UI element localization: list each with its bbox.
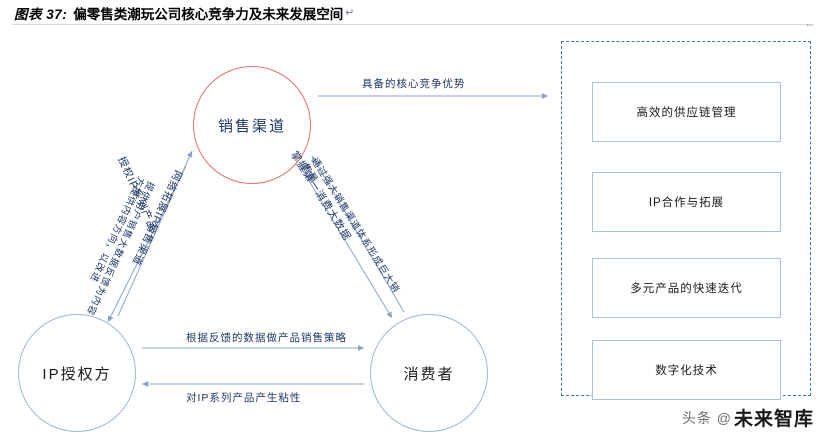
node-ip-licensor[interactable]: IP授权方 xyxy=(18,314,136,432)
watermark-brand: 未来智库 xyxy=(733,409,814,430)
node-consumer-label: 消费者 xyxy=(403,365,455,383)
figure-title-bar: 图表 37: 偏零售类潮玩公司核心竞争力及未来发展空间 ↵ xyxy=(0,0,826,26)
watermark-prefix: 头条 @ xyxy=(681,409,732,426)
capability-box-digitalization[interactable]: 数字化技术 xyxy=(592,340,781,400)
capability-box-supply-chain[interactable]: 高效的供应链管理 xyxy=(592,82,781,142)
edge-label-stickiness: 对IP系列产品产生粘性 xyxy=(186,392,302,404)
capability-box-supply-chain-label: 高效的供应链管理 xyxy=(636,107,737,119)
capability-box-ip-cooperation[interactable]: IP合作与拓展 xyxy=(592,172,781,232)
node-consumer[interactable]: 消费者 xyxy=(370,314,488,432)
header-divider xyxy=(12,24,814,25)
capability-box-ip-cooperation-label: IP合作与拓展 xyxy=(648,197,725,209)
node-sales-channel-label: 销售渠道 xyxy=(217,117,286,135)
capability-box-digitalization-label: 数字化技术 xyxy=(655,365,718,377)
paragraph-mark: ↵ xyxy=(345,7,355,19)
arrow-left-icon: ← xyxy=(804,16,816,30)
node-ip-licensor-label: IP授权方 xyxy=(42,365,112,383)
page-title: 偏零售类潮玩公司核心竞争力及未来发展空间 xyxy=(73,7,344,22)
capability-box-product-iteration-label: 多元产品的快速迭代 xyxy=(630,283,743,295)
figure-label: 图表 37: xyxy=(14,7,68,22)
node-sales-channel[interactable]: 销售渠道 xyxy=(193,66,311,184)
edge-label-strategy: 根据反馈的数据做产品销售策略 xyxy=(186,332,347,344)
capability-box-product-iteration[interactable]: 多元产品的快速迭代 xyxy=(592,258,781,318)
edge-label-core-advantage: 具备的核心竞争优势 xyxy=(362,78,466,90)
watermark: 头条 @ 未来智库 xyxy=(682,404,814,431)
edge-label-direct-sales: 通过强大销售渠道体系形成巨大销售量 xyxy=(299,156,402,296)
